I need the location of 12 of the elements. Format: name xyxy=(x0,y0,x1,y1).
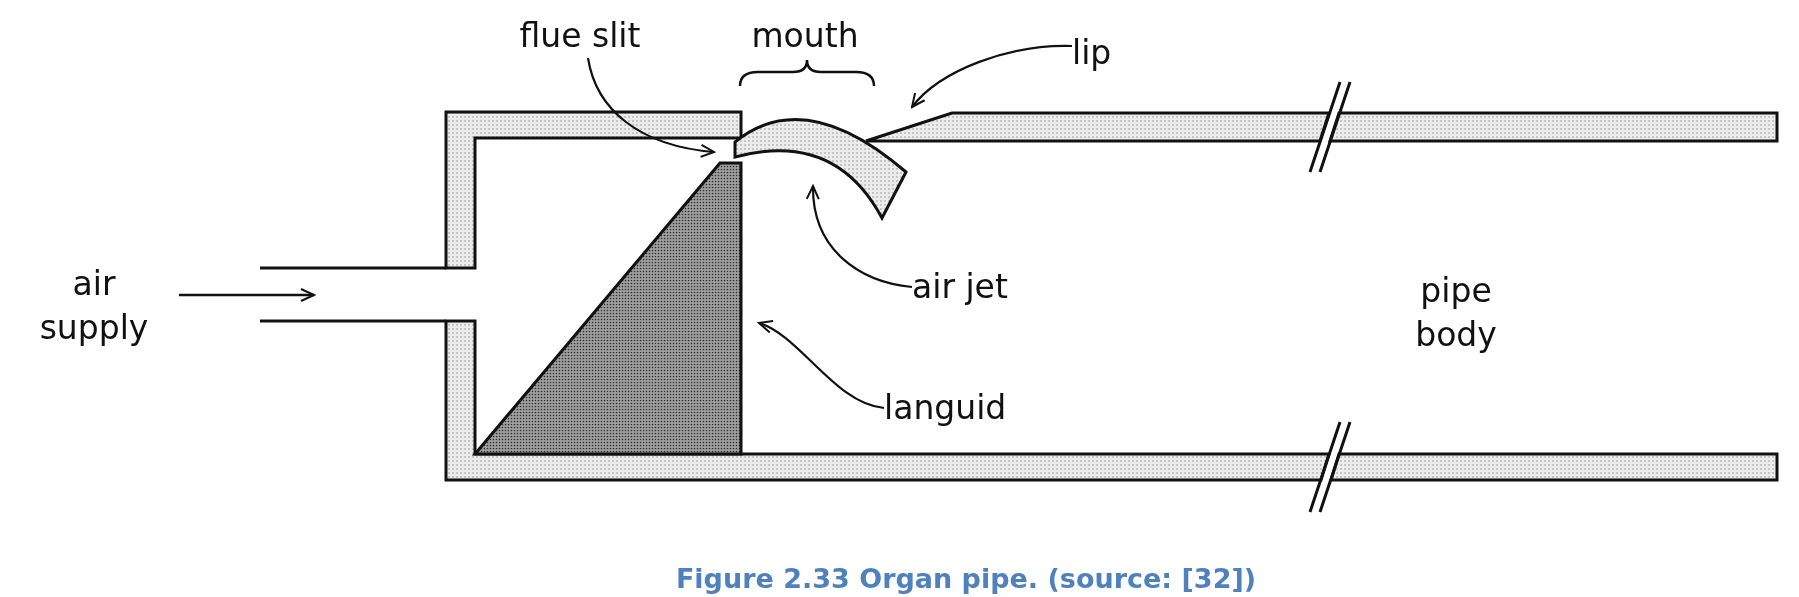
part-label: mouth xyxy=(751,15,859,57)
leader-line xyxy=(586,57,715,158)
part-label: air jet xyxy=(912,265,1008,309)
part-label: pipe body xyxy=(1415,270,1497,356)
part-label: flue slit xyxy=(519,14,641,58)
leader-line xyxy=(911,44,1072,108)
leader-line xyxy=(758,321,885,410)
part-label: lip xyxy=(1072,31,1112,75)
leader-line xyxy=(806,185,913,289)
part-label: air supply xyxy=(39,263,149,349)
figure-caption: Figure 2.33 Organ pipe. (source: [32]) xyxy=(675,563,1257,595)
part-label: languid xyxy=(884,386,1007,430)
